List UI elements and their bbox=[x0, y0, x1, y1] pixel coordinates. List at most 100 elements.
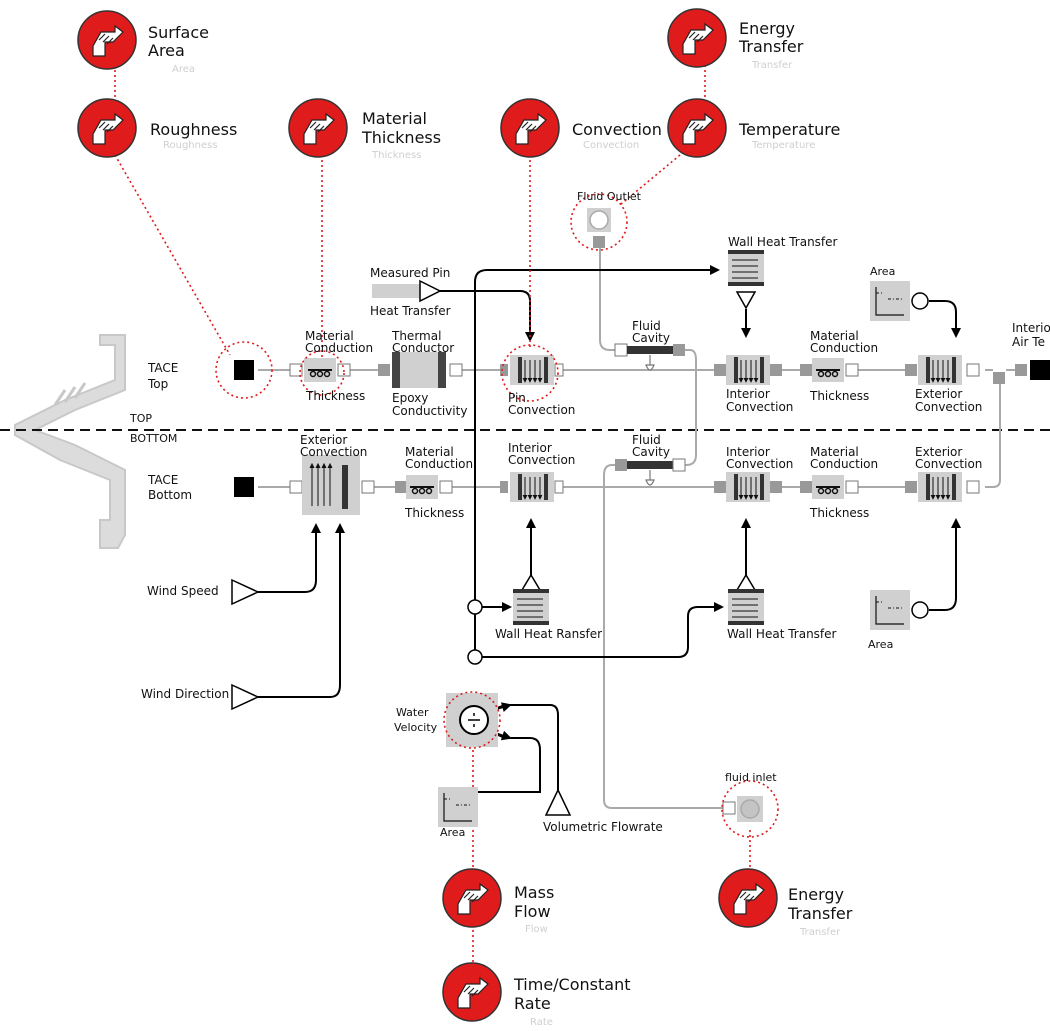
tace-bottom[interactable] bbox=[234, 477, 254, 497]
mass-flow-label-2: Flow bbox=[514, 902, 551, 921]
interior-conv-top-label: Interior bbox=[726, 387, 770, 401]
fluid-cavity-top[interactable] bbox=[614, 343, 685, 371]
material-thickness-node[interactable] bbox=[288, 98, 348, 158]
area-top[interactable] bbox=[869, 280, 929, 322]
exterior-convection-bottom[interactable] bbox=[289, 455, 375, 515]
mat-cond2-top-label-2: Conduction bbox=[810, 341, 878, 355]
pin-conv-label: Pin bbox=[508, 391, 526, 405]
exterior-conv2-bottom-label-2: Convection bbox=[915, 457, 982, 471]
temperature-shadow-text: Temperature bbox=[751, 140, 815, 151]
convection-node[interactable] bbox=[500, 98, 560, 158]
thickness-bottom-label: Thickness bbox=[404, 506, 464, 520]
interior-conv-top-label-2: Convection bbox=[726, 400, 793, 414]
energy-transfer-top-label: Energy bbox=[739, 19, 795, 38]
time-constant-rate-node[interactable] bbox=[442, 962, 502, 1022]
temperature-node[interactable] bbox=[667, 98, 727, 158]
epoxy-label-2: Conductivity bbox=[392, 404, 467, 418]
wall-heat-transfer-bottom-left[interactable] bbox=[467, 573, 550, 626]
volumetric-flowrate-label: Volumetric Flowrate bbox=[543, 820, 663, 834]
energy-transfer-bottom-node[interactable] bbox=[718, 868, 778, 928]
energy-transfer-top-shadow-text: Transfer bbox=[751, 60, 793, 71]
material-conduction-top[interactable] bbox=[289, 350, 351, 396]
energy-transfer-top-icon bbox=[667, 8, 727, 68]
exterior-conv-top-label-2: Convection bbox=[915, 400, 982, 414]
interior-convection-top[interactable] bbox=[714, 354, 782, 386]
material-conduction-bottom-2[interactable] bbox=[800, 474, 859, 500]
energy-transfer-top-node[interactable] bbox=[667, 8, 727, 68]
interior-conv-bottom-label: Interior bbox=[508, 441, 552, 455]
interior-conv-bottom-label-2: Convection bbox=[508, 453, 575, 467]
surface-area-label-2: Area bbox=[148, 41, 185, 60]
thickness2-bottom-label: Thickness bbox=[809, 506, 869, 520]
tace-top-label-2: Top bbox=[147, 377, 168, 391]
area-bottom-left-label: Area bbox=[440, 826, 465, 839]
tace-top[interactable] bbox=[215, 341, 273, 399]
exterior-conv2-bottom-label: Exterior bbox=[915, 445, 962, 459]
energy-transfer-bottom-label: Energy bbox=[788, 885, 844, 904]
fluid-cavity-bottom-label: Fluid bbox=[632, 433, 661, 447]
tace-bottom-label: TACE bbox=[147, 473, 178, 487]
thermal-cond-label-2: Conductor bbox=[392, 341, 454, 355]
mass-flow-label: Mass bbox=[514, 883, 554, 902]
wind-direction-label: Wind Direction bbox=[141, 687, 229, 701]
fluid-inlet[interactable] bbox=[721, 780, 779, 838]
roughness-shadow-text: Roughness bbox=[163, 140, 218, 151]
area-top-label: Area bbox=[870, 265, 895, 278]
wall-heat-transfer-bottom-label: Wall Heat Transfer bbox=[727, 627, 837, 641]
measured-pin-label: Measured Pin bbox=[370, 266, 450, 280]
junction-node bbox=[467, 649, 483, 665]
flow-wires bbox=[258, 245, 1018, 809]
material-conduction-bottom[interactable] bbox=[395, 474, 453, 500]
area-bottom-right[interactable] bbox=[869, 589, 929, 631]
interior-conv2-bottom-label: Interior bbox=[726, 445, 770, 459]
interior-air-temp[interactable] bbox=[993, 360, 1050, 384]
mass-flow-node[interactable] bbox=[442, 868, 502, 928]
water-velocity-label: Water bbox=[396, 706, 429, 719]
water-velocity-label-2: Velocity bbox=[394, 721, 438, 734]
mat-cond2-bottom-label: Material bbox=[810, 445, 859, 459]
exterior-convection-top[interactable] bbox=[905, 354, 980, 386]
roughness-label: Roughness bbox=[150, 120, 237, 139]
time-rate-shadow-text: Rate bbox=[530, 1017, 553, 1028]
measured-pin-source[interactable] bbox=[372, 279, 442, 303]
wall-heat-transfer-top-label: Wall Heat Transfer bbox=[728, 235, 838, 249]
roughness-node[interactable] bbox=[77, 98, 137, 158]
interior-convection-bottom-2[interactable] bbox=[714, 471, 782, 503]
clock-icon bbox=[442, 962, 502, 1022]
signal-lines bbox=[258, 265, 961, 793]
wall-heat-ransfer-label: Wall Heat Ransfer bbox=[495, 627, 602, 641]
wall-heat-transfer-bottom-right[interactable] bbox=[727, 573, 765, 626]
area-bottom-left[interactable] bbox=[437, 786, 479, 828]
interior-convection-bottom[interactable] bbox=[500, 471, 564, 503]
energy-transfer-bottom-icon bbox=[718, 868, 778, 928]
exterior-convection-bottom-2[interactable] bbox=[905, 471, 980, 503]
thermal-conductor[interactable] bbox=[378, 352, 463, 388]
mat-cond-bottom-label: Material bbox=[405, 445, 454, 459]
surface-area-node[interactable] bbox=[77, 10, 137, 70]
wall-heat-transfer-top[interactable] bbox=[727, 249, 765, 310]
thermometer-icon bbox=[667, 98, 727, 158]
water-velocity[interactable] bbox=[443, 691, 501, 749]
heat-transfer-label: Heat Transfer bbox=[370, 304, 451, 318]
pin-conv-label-2: Convection bbox=[508, 403, 575, 417]
fluid-cavity-bottom-label-2: Cavity bbox=[632, 445, 670, 459]
mat-cond-top-thickness: Thickness bbox=[305, 389, 365, 403]
material-thickness-icon bbox=[288, 98, 348, 158]
energy-transfer-bottom-shadow-text: Transfer bbox=[799, 927, 841, 938]
volumetric-flowrate-source[interactable] bbox=[544, 788, 572, 816]
area-bottom-right-label: Area bbox=[868, 638, 893, 651]
temperature-label: Temperature bbox=[738, 120, 840, 139]
material-thickness-label: Material bbox=[362, 109, 427, 128]
pipe-silhouette-icon bbox=[14, 334, 126, 549]
exterior-conv-bottom-label-2: Convection bbox=[300, 445, 367, 459]
pin-convection[interactable] bbox=[500, 344, 564, 402]
wind-speed-source[interactable] bbox=[231, 578, 260, 606]
fluid-outlet[interactable] bbox=[570, 193, 628, 251]
mass-flow-icon bbox=[442, 868, 502, 928]
wind-direction-source[interactable] bbox=[231, 683, 260, 711]
fluid-cavity-bottom[interactable] bbox=[615, 458, 686, 486]
time-rate-label-2: Rate bbox=[514, 994, 551, 1013]
interior-air-label: Interior bbox=[1012, 321, 1050, 335]
material-conduction-top-2[interactable] bbox=[800, 357, 859, 383]
